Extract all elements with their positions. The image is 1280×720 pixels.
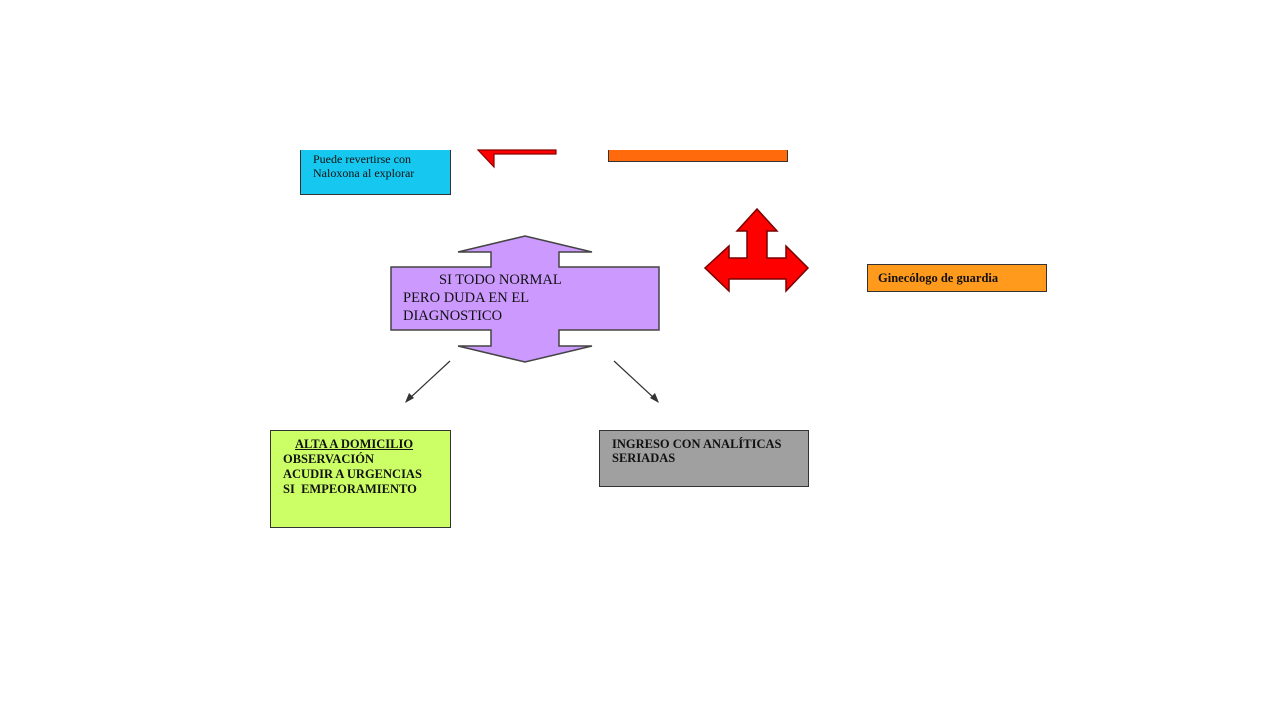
purple-double-arrow bbox=[390, 235, 660, 363]
center-line-2: PERO DUDA EN EL bbox=[403, 290, 530, 306]
discharge-line-2: ACUDIR A URGENCIAS bbox=[283, 467, 422, 481]
naloxone-line-1: Puede revertirse con bbox=[313, 152, 411, 166]
discharge-heading: ALTA A DOMICILIO bbox=[295, 437, 414, 451]
arrow-to-discharge bbox=[409, 360, 451, 399]
red-three-way-arrow bbox=[703, 207, 810, 293]
naloxone-line-2: Naloxona al explorar bbox=[313, 166, 415, 180]
orange-box-partial bbox=[608, 150, 788, 162]
center-decision-text: SI TODO NORMAL PERO DUDA EN EL DIAGNOSTI… bbox=[403, 271, 653, 325]
naloxone-box: Puede revertirse con Naloxona al explora… bbox=[300, 150, 451, 195]
arrowhead-discharge bbox=[405, 393, 414, 403]
discharge-box: ALTA A DOMICILIO OBSERVACIÓN ACUDIR A UR… bbox=[270, 430, 451, 528]
admission-line-1: INGRESO CON ANALÍTICAS bbox=[612, 437, 782, 451]
arrow-to-admission bbox=[613, 360, 655, 399]
discharge-line-3: SI EMPEORAMIENTO bbox=[283, 482, 417, 496]
red-arrow-partial bbox=[476, 149, 557, 169]
center-line-3: DIAGNOSTICO bbox=[403, 308, 503, 324]
discharge-line-1: OBSERVACIÓN bbox=[283, 452, 375, 466]
admission-box: INGRESO CON ANALÍTICAS SERIADAS bbox=[599, 430, 809, 487]
gynecologist-box: Ginecólogo de guardia bbox=[867, 264, 1047, 292]
center-line-1: SI TODO NORMAL bbox=[439, 272, 562, 288]
admission-line-2: SERIADAS bbox=[612, 451, 676, 465]
arrowhead-admission bbox=[650, 393, 659, 403]
gynecologist-label: Ginecólogo de guardia bbox=[878, 271, 999, 285]
